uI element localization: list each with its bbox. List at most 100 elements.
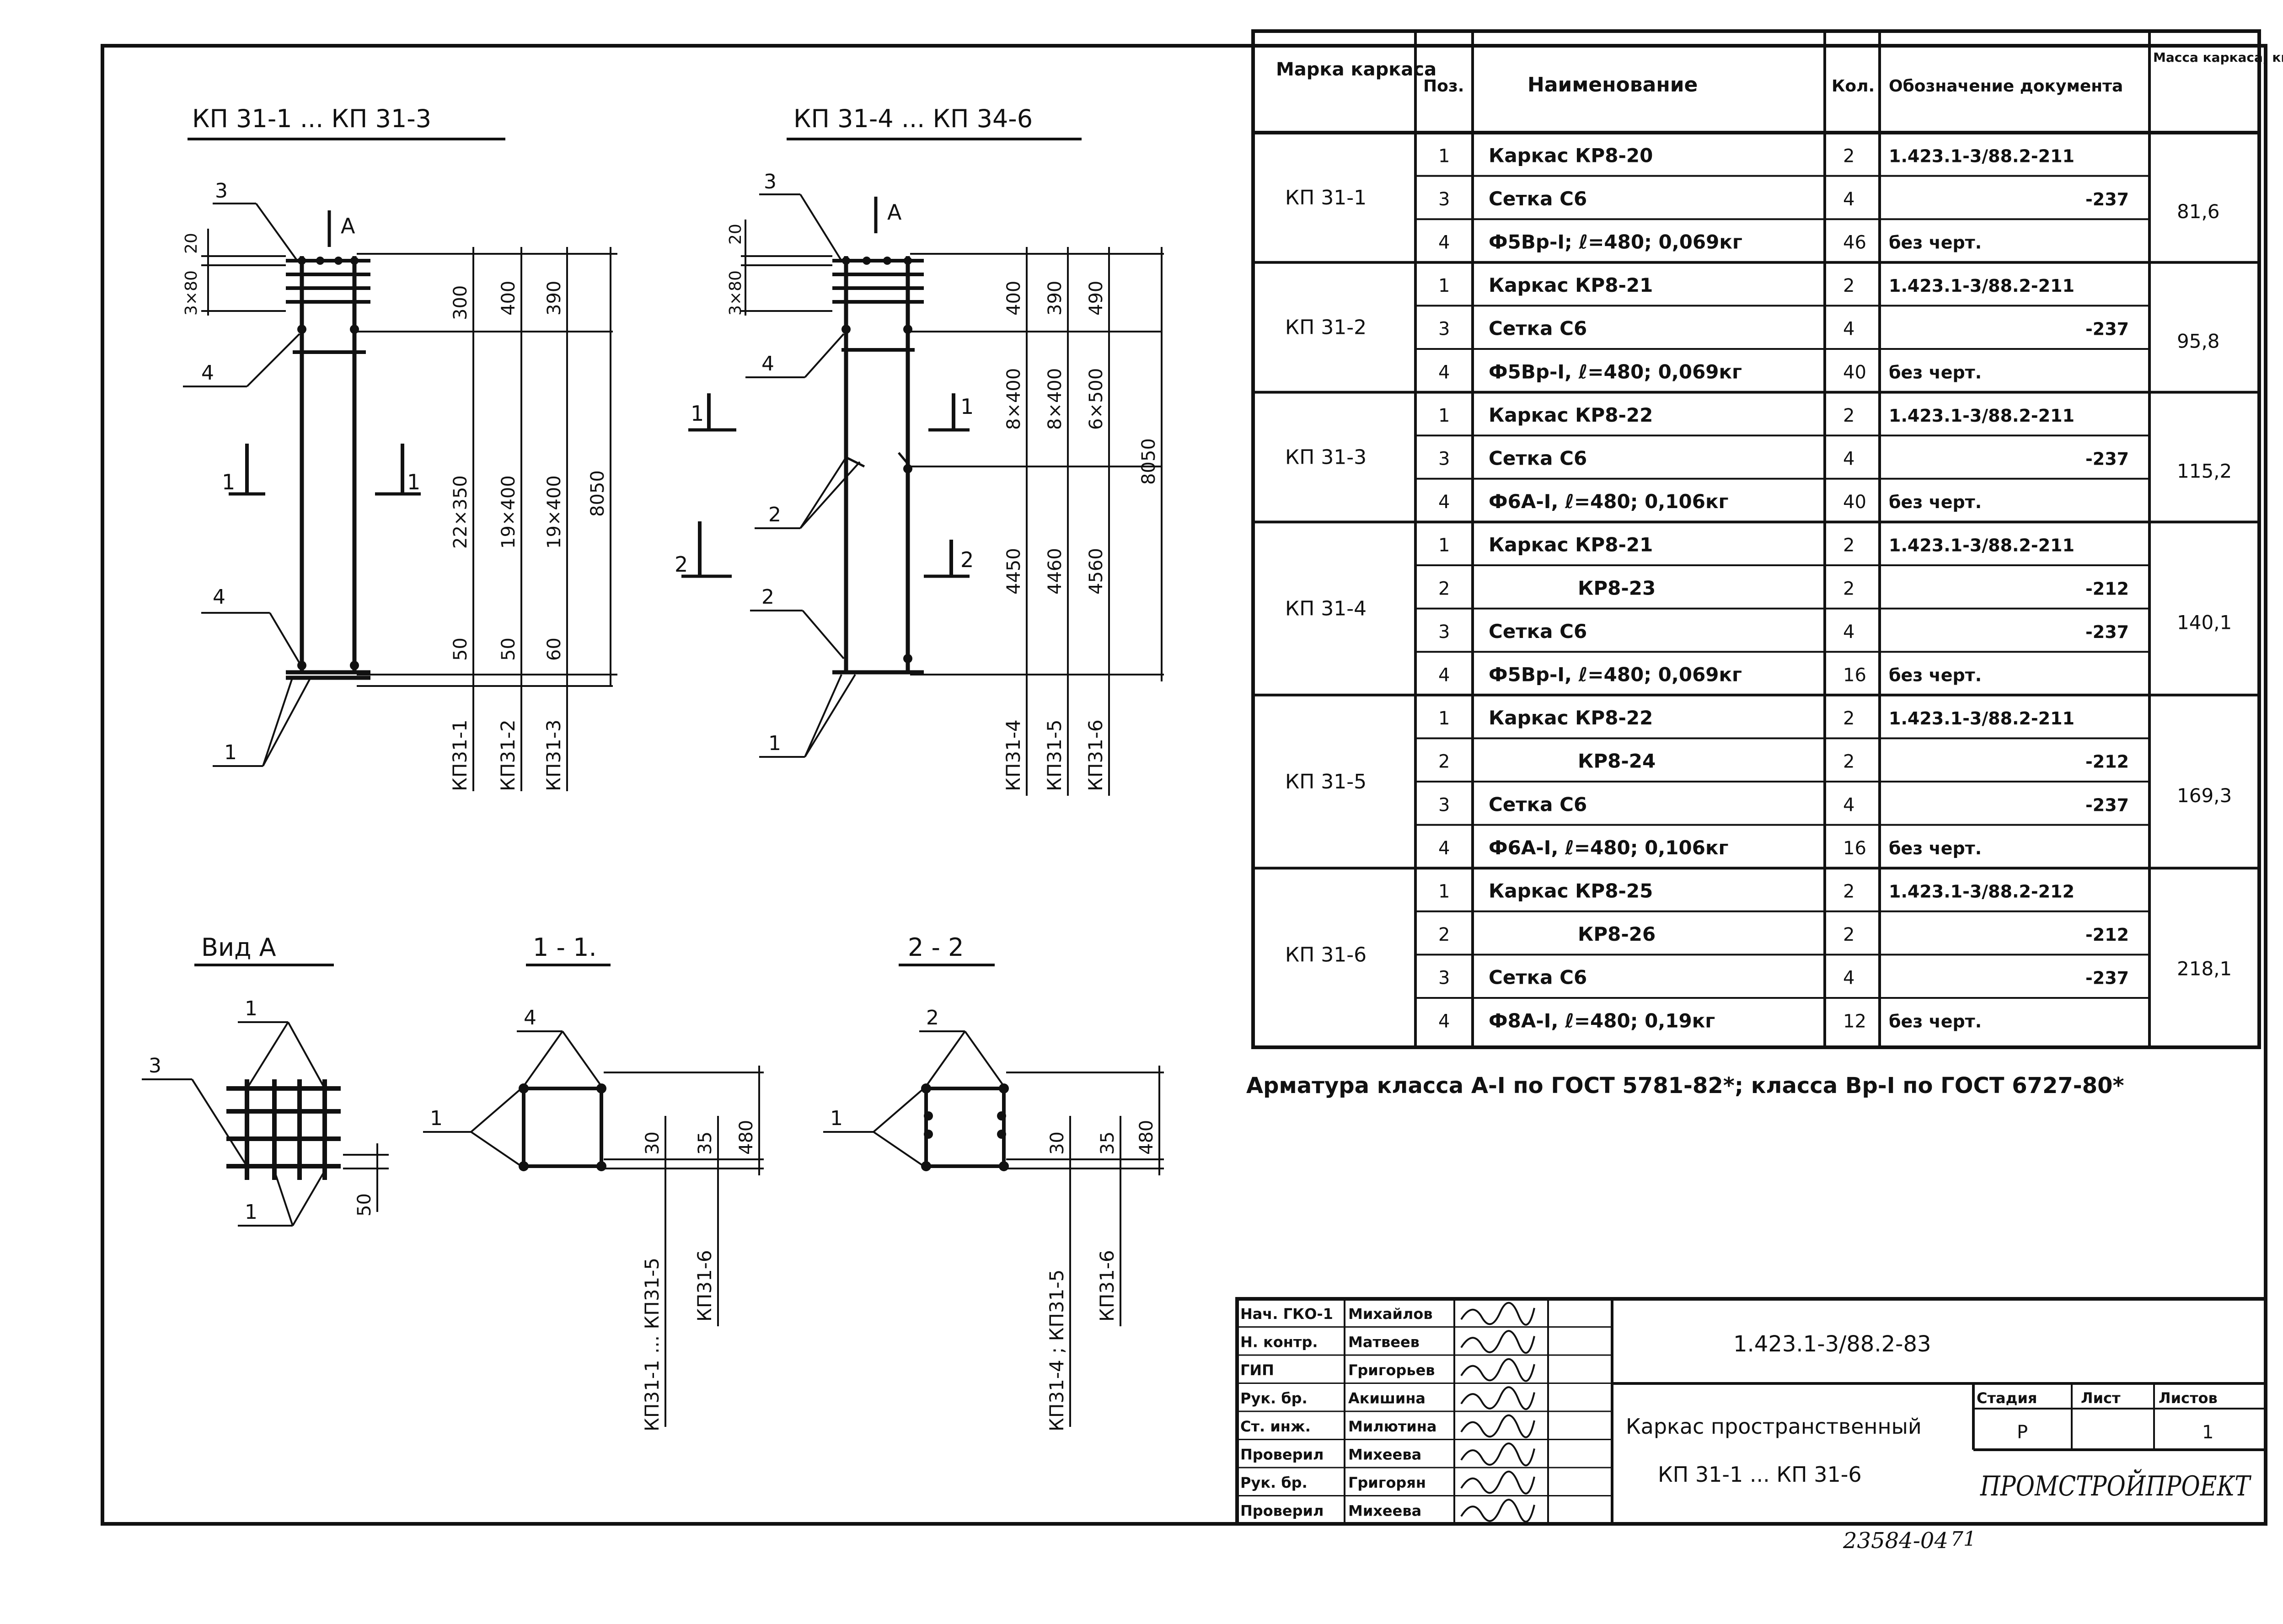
dim-8x400b: 8×400: [1045, 368, 1066, 430]
mark-kp31-5: КП31-5: [1043, 719, 1066, 791]
dim-3x80: 3×80: [182, 270, 201, 316]
section-mark-2-r: 2: [960, 547, 974, 572]
cell-name: КР8-26: [1578, 923, 1656, 945]
cell-mark: КП 31-2: [1285, 316, 1367, 339]
staff-name: Михайлов: [1348, 1305, 1433, 1323]
staff-role: Рук. бр.: [1240, 1390, 1308, 1407]
cell-qty: 2: [1843, 924, 1854, 945]
cell-name: КР8-23: [1578, 577, 1656, 599]
sec22-mark-kp31-6: КП31-6: [1096, 1250, 1118, 1322]
cell-qty: 16: [1843, 665, 1866, 686]
cell-doc: 1.423.1-3/88.2-211: [1889, 276, 2074, 296]
cell-name: Ф6А-I, ℓ=480; 0,106кг: [1489, 836, 1728, 859]
dim-22x350: 22×350: [450, 475, 471, 549]
sec11-mark-kp31-6: КП31-6: [693, 1250, 716, 1322]
sheet-frame: [101, 44, 2267, 1526]
view-a-dim-50: 50: [354, 1193, 375, 1217]
cell-doc: -212: [2085, 752, 2129, 772]
staff-name: Михеева: [1348, 1446, 1421, 1463]
cell-name: Сетка С6: [1489, 793, 1587, 815]
cell-doc: 1.423.1-3/88.2-211: [1889, 708, 2074, 729]
cell-qty: 2: [1843, 881, 1854, 902]
doc-code: 1.423.1-3/88.2-83: [1733, 1331, 1931, 1357]
callout-3: 3: [215, 179, 228, 203]
cell-pos: 1: [1438, 708, 1450, 729]
cell-doc: 1.423.1-3/88.2-211: [1889, 406, 2074, 426]
callout-4b: 4: [213, 585, 225, 609]
cell-doc: 1.423.1-3/88.2-211: [1889, 536, 2074, 556]
cell-qty: 2: [1843, 145, 1854, 166]
dim-400: 400: [498, 281, 519, 316]
signature-mark: [1460, 1499, 1535, 1523]
cell-mass: 218,1: [2177, 957, 2232, 980]
mark-kp31-2: КП31-2: [497, 719, 519, 791]
sec22-dim-35: 35: [1097, 1131, 1118, 1155]
view-a-callout-1b: 1: [245, 1201, 257, 1224]
cell-pos: 2: [1438, 924, 1450, 945]
cell-name: Каркас КР8-22: [1489, 707, 1653, 729]
section-mark-1-r2: 1: [960, 394, 974, 419]
rebar-note: Арматура класса А-I по ГОСТ 5781-82*; кл…: [1246, 1073, 2124, 1099]
view-a-callout-1: 1: [245, 997, 257, 1020]
cell-qty: 2: [1843, 275, 1854, 296]
cell-qty: 40: [1843, 362, 1866, 383]
section-mark-1-l2: 1: [691, 401, 704, 426]
cell-pos: 1: [1438, 881, 1450, 902]
view-a-marker-2: А: [887, 200, 902, 225]
cell-pos: 4: [1438, 838, 1450, 859]
cell-doc: 1.423.1-3/88.2-212: [1889, 882, 2074, 902]
cell-pos: 1: [1438, 145, 1450, 166]
dim-490: 490: [1086, 281, 1107, 316]
sheet-label: Лист: [2081, 1389, 2121, 1407]
cell-name: КР8-24: [1578, 750, 1656, 772]
signature-mark: [1460, 1330, 1535, 1354]
sec22-callout-2: 2: [926, 1006, 939, 1029]
cell-pos: 2: [1438, 578, 1450, 599]
cell-name: Каркас КР8-21: [1489, 534, 1653, 556]
sec11-mark-range: КП31-1 ... КП31-5: [641, 1258, 663, 1431]
callout-3-b: 3: [764, 170, 777, 193]
dim-4450: 4450: [1003, 548, 1024, 595]
cell-pos: 4: [1438, 362, 1450, 383]
cell-pos: 3: [1438, 968, 1450, 989]
cell-name: Каркас КР8-20: [1489, 144, 1653, 166]
dim-50a: 50: [450, 638, 471, 661]
drawing-kp31-1-3: КП 31-1 ... КП 31-3 А 20 3×80 3 4 4: [182, 104, 617, 791]
staff-name: Акишина: [1348, 1390, 1426, 1407]
callout-2-c: 2: [761, 585, 774, 609]
cell-name: Каркас КР8-21: [1489, 274, 1653, 296]
sec22-callout-1: 1: [830, 1107, 843, 1130]
view-a-title: Вид А: [201, 933, 276, 962]
cell-pos: 4: [1438, 1011, 1450, 1032]
staff-role: Проверил: [1240, 1446, 1324, 1463]
cell-pos: 1: [1438, 405, 1450, 426]
section-1-1-title: 1 - 1.: [533, 933, 597, 962]
cell-doc: -237: [2085, 795, 2129, 815]
cell-mass: 81,6: [2177, 200, 2220, 223]
cell-doc: -237: [2085, 449, 2129, 469]
dim-60: 60: [544, 638, 565, 661]
cell-doc: без черт.: [1889, 492, 1982, 512]
cell-name: Ф5Вр-I, ℓ=480; 0,069кг: [1489, 664, 1742, 686]
cell-pos: 2: [1438, 751, 1450, 772]
cell-pos: 3: [1438, 189, 1450, 210]
dim-390-b: 390: [1045, 281, 1066, 316]
staff-name: Милютина: [1348, 1418, 1436, 1435]
view-a-callout-3: 3: [149, 1054, 161, 1077]
sec11-callout-4: 4: [524, 1006, 536, 1029]
section-mark-2-l: 2: [675, 552, 688, 577]
sheets-label: Листов: [2159, 1389, 2218, 1407]
callout-1: 1: [224, 741, 237, 764]
hdr-mass: Масса каркаса, кг: [2153, 50, 2283, 65]
cell-name: Ф8А-I, ℓ=480; 0,19кг: [1489, 1009, 1715, 1032]
cell-pos: 1: [1438, 275, 1450, 296]
sec11-dim-35: 35: [695, 1131, 716, 1155]
staff-name: Григорян: [1348, 1474, 1426, 1491]
cell-mass: 169,3: [2177, 784, 2232, 807]
page-number: 71: [1951, 1528, 1976, 1551]
cell-qty: 2: [1843, 708, 1854, 729]
title-line-1: Каркас пространственный: [1626, 1414, 1922, 1439]
dim-300: 300: [450, 285, 471, 320]
